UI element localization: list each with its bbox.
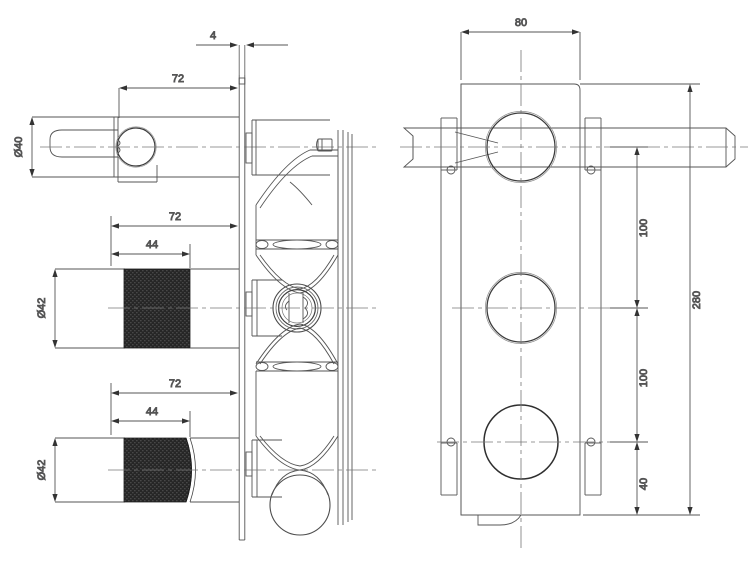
dim-label-lower-handle-projection: 72 <box>169 378 181 390</box>
trim-ring-lower <box>255 361 339 372</box>
dim-plate-width: 80 <box>460 17 581 80</box>
escutcheon-strip <box>337 130 353 525</box>
dim-spout-diameter: Ø40 <box>13 116 120 178</box>
dim-label-upper-handle-projection: 72 <box>169 211 181 223</box>
dim-lower-knurl-length: 44 <box>111 406 191 437</box>
dim-lower-handle-diameter: Ø42 <box>36 437 125 503</box>
dim-label-lower-control-to-base: 40 <box>638 478 650 490</box>
dim-label-overall-height: 280 <box>691 291 703 309</box>
dim-label-plate-thickness: 4 <box>210 30 216 42</box>
dim-label-spout-projection: 72 <box>172 73 184 85</box>
dim-overall-height: 280 <box>580 83 703 515</box>
dim-label-lower-knurl-length: 44 <box>146 406 158 418</box>
dim-label-plate-width: 80 <box>515 17 527 29</box>
dim-spout-projection: 72 <box>118 73 238 118</box>
dim-upper-to-lower-control: 100 <box>610 308 650 443</box>
dim-plate-thickness: 4 <box>196 30 288 75</box>
body-curve-mid-bottom <box>255 323 339 365</box>
body-curve-mid-top <box>255 254 339 294</box>
dim-label-upper-knurl-length: 44 <box>146 239 158 251</box>
dim-label-spout-diameter: Ø40 <box>13 137 25 158</box>
dim-upper-handle-diameter: Ø42 <box>36 268 125 349</box>
front-body-outline <box>440 117 602 526</box>
spout-side-profile <box>49 116 239 183</box>
body-curve-upper <box>255 149 339 255</box>
dim-label-upper-handle-diameter: Ø42 <box>36 298 48 319</box>
trim-ring-upper <box>255 239 339 250</box>
dim-lower-control-to-base: 40 <box>583 442 700 516</box>
front-escutcheon-plate <box>460 83 581 516</box>
dim-upper-knurl-length: 44 <box>111 239 191 268</box>
dim-label-upper-to-lower-control: 100 <box>638 369 650 387</box>
dim-spout-to-upper-control: 100 <box>610 146 650 309</box>
valve-body-upper <box>245 119 333 176</box>
dim-upper-handle-projection: 72 <box>110 211 238 266</box>
wall-plate-section <box>238 75 246 541</box>
upper-handle <box>123 268 239 349</box>
dim-label-spout-to-upper-control: 100 <box>638 219 650 237</box>
valve-body-lower <box>245 371 339 536</box>
dim-label-lower-handle-diameter: Ø42 <box>36 460 48 481</box>
dim-lower-handle-projection: 72 <box>110 378 238 435</box>
